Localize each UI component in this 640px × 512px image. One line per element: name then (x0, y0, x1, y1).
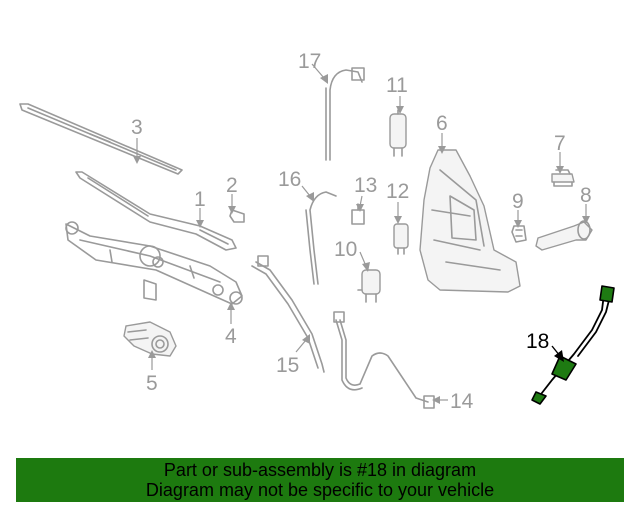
callout-8: 8 (580, 184, 592, 207)
callout-12: 12 (386, 180, 409, 203)
part-9-grommet[interactable] (511, 225, 527, 243)
part-6-washer-reservoir[interactable] (419, 149, 521, 293)
callout-5: 5 (146, 372, 158, 395)
part-11-washer-pump[interactable] (389, 109, 407, 157)
callout-4: 4 (225, 325, 237, 348)
callout-13: 13 (354, 174, 377, 197)
part-16-washer-hose[interactable] (305, 191, 337, 285)
part-15-washer-hose[interactable] (251, 255, 325, 373)
banner-line-disclaimer: Diagram may not be specific to your vehi… (145, 480, 495, 500)
callout-15: 15 (276, 354, 299, 377)
callout-6: 6 (436, 112, 448, 135)
part-info-banner: Part or sub-assembly is #18 in diagram D… (16, 458, 624, 502)
callout-9: 9 (512, 190, 524, 213)
part-8-filler-neck[interactable] (535, 220, 593, 251)
callout-3: 3 (131, 116, 143, 139)
part-3-wiper-blade[interactable] (19, 103, 183, 175)
part-18-wiring-harness[interactable] (531, 285, 615, 405)
part-2-clip[interactable] (229, 209, 245, 223)
part-10-washer-pump[interactable] (357, 269, 381, 303)
part-17-washer-hose[interactable] (325, 67, 365, 161)
callout-1: 1 (194, 188, 206, 211)
callout-7: 7 (554, 132, 566, 155)
callout-leaders (133, 63, 590, 404)
part-14-washer-hose[interactable] (333, 311, 435, 409)
parts-diagram: 1 2 3 4 5 6 7 8 9 10 11 12 13 14 15 16 1… (19, 50, 615, 413)
callout-14: 14 (450, 390, 474, 413)
callout-11: 11 (386, 74, 408, 97)
callout-18: 18 (526, 330, 549, 353)
callout-labels: 1 2 3 4 5 6 7 8 9 10 11 12 13 14 15 16 1… (131, 50, 592, 413)
part-1-wiper-arm[interactable] (75, 171, 237, 251)
callout-16: 16 (278, 168, 301, 191)
part-7-cap[interactable] (551, 169, 575, 187)
part-12-washer-pump[interactable] (393, 223, 409, 255)
callout-10: 10 (334, 238, 357, 261)
part-4-wiper-linkage[interactable] (65, 221, 243, 305)
banner-line-part: Part or sub-assembly is #18 in diagram (163, 460, 477, 480)
callout-17: 17 (298, 50, 321, 73)
part-5-wiper-motor[interactable] (123, 321, 177, 357)
callout-2: 2 (226, 174, 238, 197)
